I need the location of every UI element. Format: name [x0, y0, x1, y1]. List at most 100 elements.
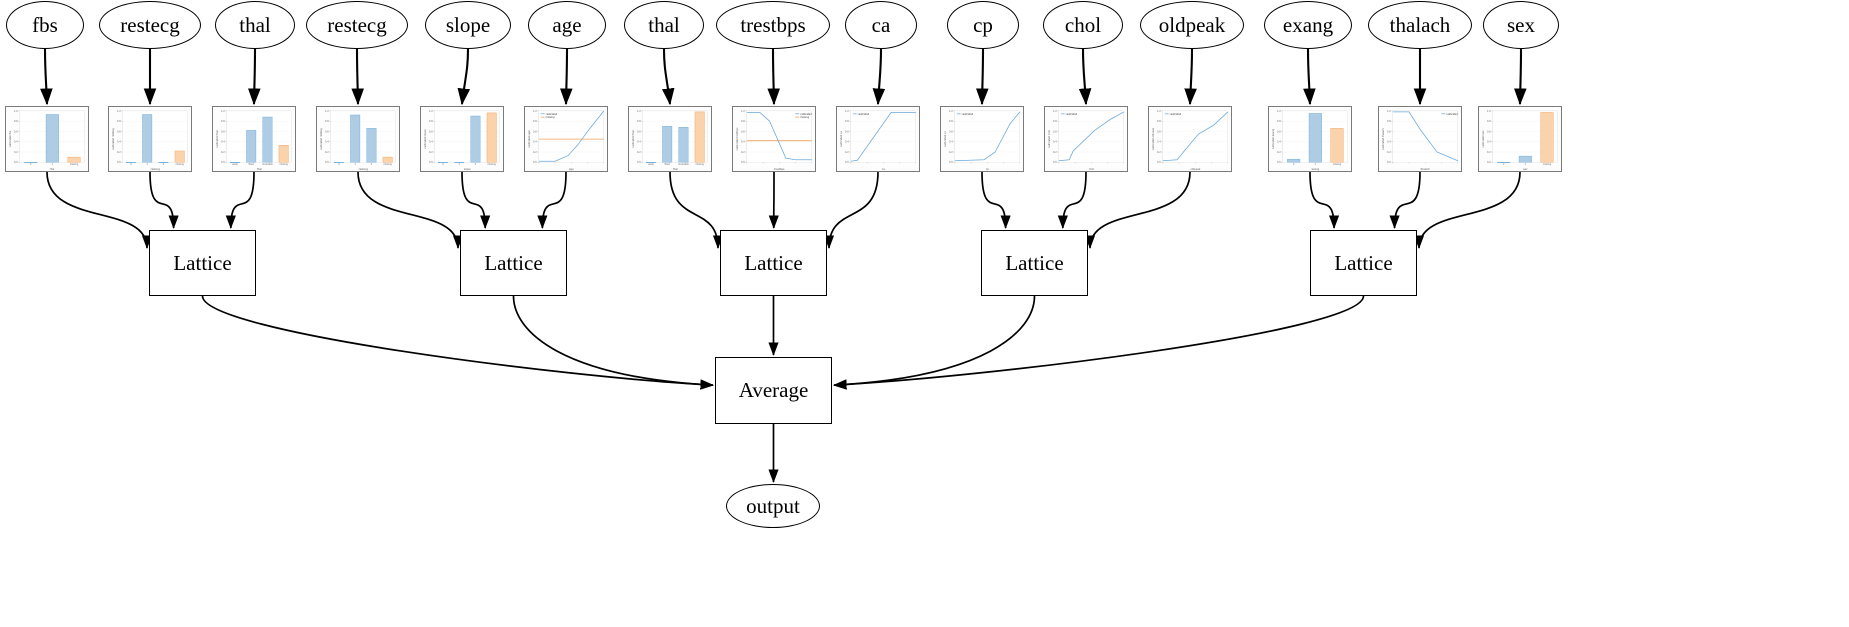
- average-node[interactable]: Average: [715, 357, 832, 424]
- svg-text:1: 1: [355, 163, 357, 166]
- svg-text:0.6: 0.6: [325, 130, 329, 133]
- feature-node-oldpeak-11[interactable]: oldpeak: [1140, 1, 1244, 49]
- svg-text:calibrated fbs: calibrated fbs: [9, 130, 12, 147]
- svg-text:0.2: 0.2: [1487, 151, 1491, 154]
- svg-text:1.0: 1.0: [325, 110, 329, 113]
- feature-node-slope-4[interactable]: slope: [425, 1, 511, 49]
- svg-text:0.2: 0.2: [1053, 151, 1057, 154]
- feature-label: cp: [973, 12, 993, 37]
- svg-text:missing: missing: [70, 163, 79, 166]
- feature-node-thalach-13[interactable]: thalach: [1368, 1, 1472, 49]
- svg-text:0.4: 0.4: [1387, 141, 1391, 144]
- feature-label: slope: [445, 12, 491, 37]
- edge: [560, 48, 573, 106]
- edge: [832, 295, 1365, 390]
- svg-text:calibrated restecg: calibrated restecg: [320, 128, 323, 150]
- lattice-node-1[interactable]: Lattice: [460, 230, 567, 296]
- svg-text:0.0: 0.0: [1053, 161, 1057, 164]
- feature-label: thal: [648, 12, 680, 37]
- svg-text:0: 0: [1503, 163, 1505, 166]
- svg-text:0.6: 0.6: [1487, 130, 1491, 133]
- svg-text:0.8: 0.8: [1053, 120, 1057, 123]
- svg-text:0.8: 0.8: [1387, 120, 1391, 123]
- svg-text:1.0: 1.0: [1487, 110, 1491, 113]
- svg-text:fixed: fixed: [665, 163, 671, 166]
- svg-text:0.8: 0.8: [845, 120, 849, 123]
- feature-node-restecg-3[interactable]: restecg: [306, 1, 408, 49]
- svg-text:1.0: 1.0: [1387, 110, 1391, 113]
- edge: [1514, 48, 1527, 106]
- svg-text:0: 0: [442, 163, 444, 166]
- svg-text:0.4: 0.4: [429, 141, 433, 144]
- svg-text:missing: missing: [546, 116, 555, 119]
- feature-label: fbs: [32, 12, 58, 37]
- svg-text:calibrated exang: calibrated exang: [1272, 128, 1275, 149]
- svg-text:0.0: 0.0: [637, 161, 641, 164]
- edge: [661, 48, 675, 106]
- feature-node-age-5[interactable]: age: [528, 1, 606, 49]
- svg-text:1.0: 1.0: [533, 110, 537, 113]
- feature-node-exang-12[interactable]: exang: [1264, 1, 1352, 49]
- lattice-node-0[interactable]: Lattice: [149, 230, 256, 296]
- svg-text:missing: missing: [384, 163, 393, 166]
- feature-node-thal-2[interactable]: thal: [215, 1, 295, 49]
- svg-text:0.0: 0.0: [117, 161, 121, 164]
- svg-text:calibrated chol: calibrated chol: [1048, 130, 1051, 148]
- feature-node-chol-10[interactable]: chol: [1043, 1, 1123, 49]
- svg-text:0.4: 0.4: [1487, 141, 1491, 144]
- svg-text:0.4: 0.4: [117, 141, 121, 144]
- svg-text:0.6: 0.6: [1387, 130, 1391, 133]
- svg-text:0.6: 0.6: [1277, 130, 1281, 133]
- svg-text:0.4: 0.4: [325, 141, 329, 144]
- feature-node-trestbps-7[interactable]: trestbps: [716, 1, 830, 49]
- svg-text:0.0: 0.0: [1157, 161, 1161, 164]
- svg-text:thalach: thalach: [1421, 167, 1431, 171]
- svg-text:reversible: reversible: [262, 163, 273, 166]
- svg-text:0.8: 0.8: [14, 120, 18, 123]
- svg-text:1: 1: [52, 163, 54, 166]
- feature-node-cp-9[interactable]: cp: [947, 1, 1019, 49]
- svg-text:calibrated cp: calibrated cp: [944, 131, 947, 147]
- svg-text:0.6: 0.6: [1157, 130, 1161, 133]
- output-node[interactable]: output: [726, 484, 820, 528]
- edge: [461, 171, 491, 230]
- edge: [872, 48, 886, 106]
- svg-text:calibrated: calibrated: [546, 113, 558, 116]
- svg-text:1.0: 1.0: [845, 110, 849, 113]
- svg-text:1.0: 1.0: [1157, 110, 1161, 113]
- edge: [767, 48, 780, 106]
- lattice-node-3[interactable]: Lattice: [981, 230, 1088, 296]
- feature-node-ca-8[interactable]: ca: [845, 1, 917, 49]
- lattice-node-2[interactable]: Lattice: [720, 230, 827, 296]
- svg-text:0.2: 0.2: [637, 151, 641, 154]
- feature-label: age: [552, 12, 582, 37]
- feature-node-thal-6[interactable]: thal: [624, 1, 704, 49]
- svg-text:0.0: 0.0: [14, 161, 18, 164]
- feature-node-sex-14[interactable]: sex: [1483, 1, 1559, 49]
- feature-node-restecg-1[interactable]: restecg: [99, 1, 201, 49]
- svg-text:0.6: 0.6: [637, 130, 641, 133]
- svg-text:0.4: 0.4: [741, 141, 745, 144]
- svg-text:0.8: 0.8: [741, 120, 745, 123]
- feature-node-fbs-0[interactable]: fbs: [6, 1, 84, 49]
- lattice-node-4[interactable]: Lattice: [1310, 230, 1417, 296]
- edge: [46, 171, 153, 250]
- svg-text:thal: thal: [257, 167, 262, 171]
